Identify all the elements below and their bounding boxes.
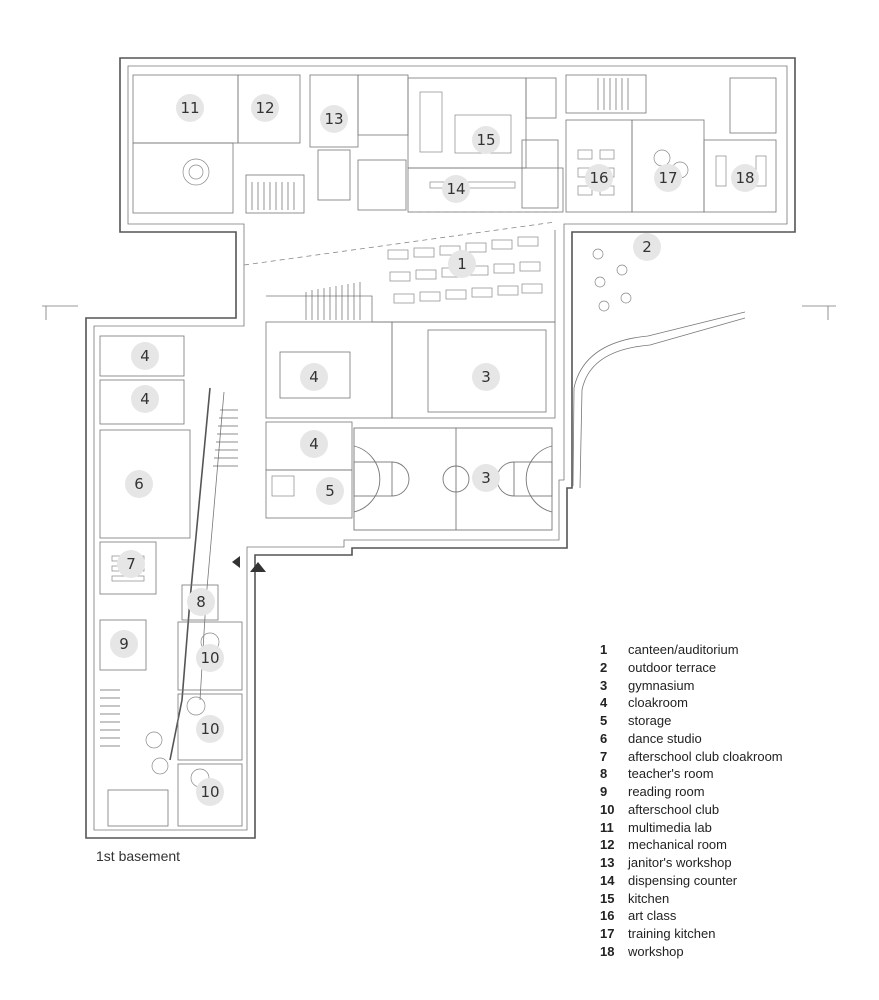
legend-number: 17 <box>600 926 615 941</box>
legend-number: 5 <box>600 713 608 728</box>
room-marker: 15 <box>476 131 495 149</box>
room-marker: 7 <box>126 555 136 573</box>
room-marker: 8 <box>196 593 206 611</box>
legend-number: 8 <box>600 766 608 782</box>
legend-label: reading room <box>628 784 705 799</box>
legend-item: 6 dance studio <box>600 730 783 748</box>
west-wing <box>99 335 243 827</box>
legend: 1 canteen/auditorium 2 outdoor terrace 3 gy… <box>600 641 783 961</box>
legend-label: dispensing counter <box>628 872 738 888</box>
room-marker: 4 <box>140 347 150 365</box>
legend-number: 4 <box>600 695 608 711</box>
legend-label: mechanical room <box>628 837 727 853</box>
room-marker: 5 <box>325 482 335 500</box>
legend-label: outdoor terrace <box>628 659 717 675</box>
legend-label: afterschool club cloakroom <box>628 748 783 764</box>
room-marker: 2 <box>642 238 652 256</box>
legend-label: cloakroom <box>628 695 688 711</box>
legend-number: 11 <box>600 819 614 835</box>
building-outline <box>85 57 796 839</box>
room-marker: 4 <box>309 435 319 453</box>
legend-number: 12 <box>600 837 615 853</box>
room-marker: 10 <box>200 649 219 667</box>
room-markers: 1 2 3 3 4 4 4 4 5 6 7 8 9 10 10 10 11 12… <box>110 94 759 806</box>
room-marker: 9 <box>119 635 129 653</box>
legend-number: 1 <box>600 642 608 657</box>
outdoor-terrace <box>572 248 746 489</box>
legend-label: canteen/auditorium <box>628 642 739 657</box>
room-marker: 13 <box>324 110 343 128</box>
room-marker: 3 <box>481 469 491 487</box>
legend-label: gymnasium <box>628 677 695 693</box>
legend-number: 13 <box>600 855 615 870</box>
legend-item: 15 kitchen <box>600 890 783 908</box>
legend-item: 18 workshop <box>600 943 783 961</box>
legend-item: 12 mechanical room <box>600 836 783 854</box>
legend-label: multimedia lab <box>628 819 712 835</box>
room-marker: 12 <box>255 99 274 117</box>
room-marker: 4 <box>309 368 319 386</box>
legend-item: 10 afterschool club <box>600 801 783 819</box>
legend-label: workshop <box>628 943 684 959</box>
room-marker: 10 <box>200 783 219 801</box>
legend-label: janitor's workshop <box>628 855 732 870</box>
section-marker-left <box>42 305 78 320</box>
legend-label: kitchen <box>628 890 670 906</box>
legend-number: 9 <box>600 784 608 799</box>
legend-label: afterschool club <box>628 801 720 817</box>
room-marker: 11 <box>180 99 199 117</box>
legend-label: training kitchen <box>628 926 716 941</box>
legend-item: 4 cloakroom <box>600 694 783 712</box>
legend-number: 16 <box>600 908 615 924</box>
legend-label: teacher's room <box>628 766 714 782</box>
legend-item: 9 reading room <box>600 783 783 801</box>
legend-item: 14 dispensing counter <box>600 872 783 890</box>
legend-item: 8 teacher's room <box>600 765 783 783</box>
legend-item: 13 janitor's workshop <box>600 854 783 872</box>
room-marker: 3 <box>481 368 491 386</box>
gymnasium <box>353 321 556 531</box>
legend-number: 18 <box>600 943 615 959</box>
north-east-wing <box>565 74 777 213</box>
legend-number: 10 <box>600 801 615 817</box>
room-marker: 16 <box>589 169 608 187</box>
canteen-area <box>243 211 560 323</box>
legend-item: 17 training kitchen <box>600 925 783 943</box>
legend-number: 3 <box>600 677 608 693</box>
legend-number: 7 <box>600 748 608 764</box>
legend-number: 2 <box>600 659 608 675</box>
room-marker: 18 <box>735 169 754 187</box>
room-marker: 6 <box>134 475 144 493</box>
legend-number: 14 <box>600 872 615 888</box>
legend-number: 6 <box>600 730 608 746</box>
legend-label: storage <box>628 713 672 728</box>
legend-label: dance studio <box>628 730 702 746</box>
north-wing <box>132 74 564 214</box>
plan-label: 1st basement <box>96 848 181 864</box>
legend-number: 15 <box>600 890 615 906</box>
legend-item: 11 multimedia lab <box>600 819 783 837</box>
central-rooms <box>265 321 393 519</box>
room-marker: 14 <box>446 180 465 198</box>
legend-item: 16 art class <box>600 907 783 925</box>
room-marker: 17 <box>658 169 677 187</box>
room-marker: 10 <box>200 720 219 738</box>
legend-item: 7 afterschool club cloakroom <box>600 748 783 766</box>
legend-item: 1 canteen/auditorium <box>600 641 783 659</box>
legend-label: art class <box>628 908 677 924</box>
legend-item: 2 outdoor terrace <box>600 659 783 677</box>
room-marker: 1 <box>457 255 467 273</box>
entrance-arrow-icon <box>232 556 266 572</box>
room-marker: 4 <box>140 390 150 408</box>
legend-item: 3 gymnasium <box>600 677 783 695</box>
legend-item: 5 storage <box>600 712 783 730</box>
section-marker-right <box>802 305 836 320</box>
